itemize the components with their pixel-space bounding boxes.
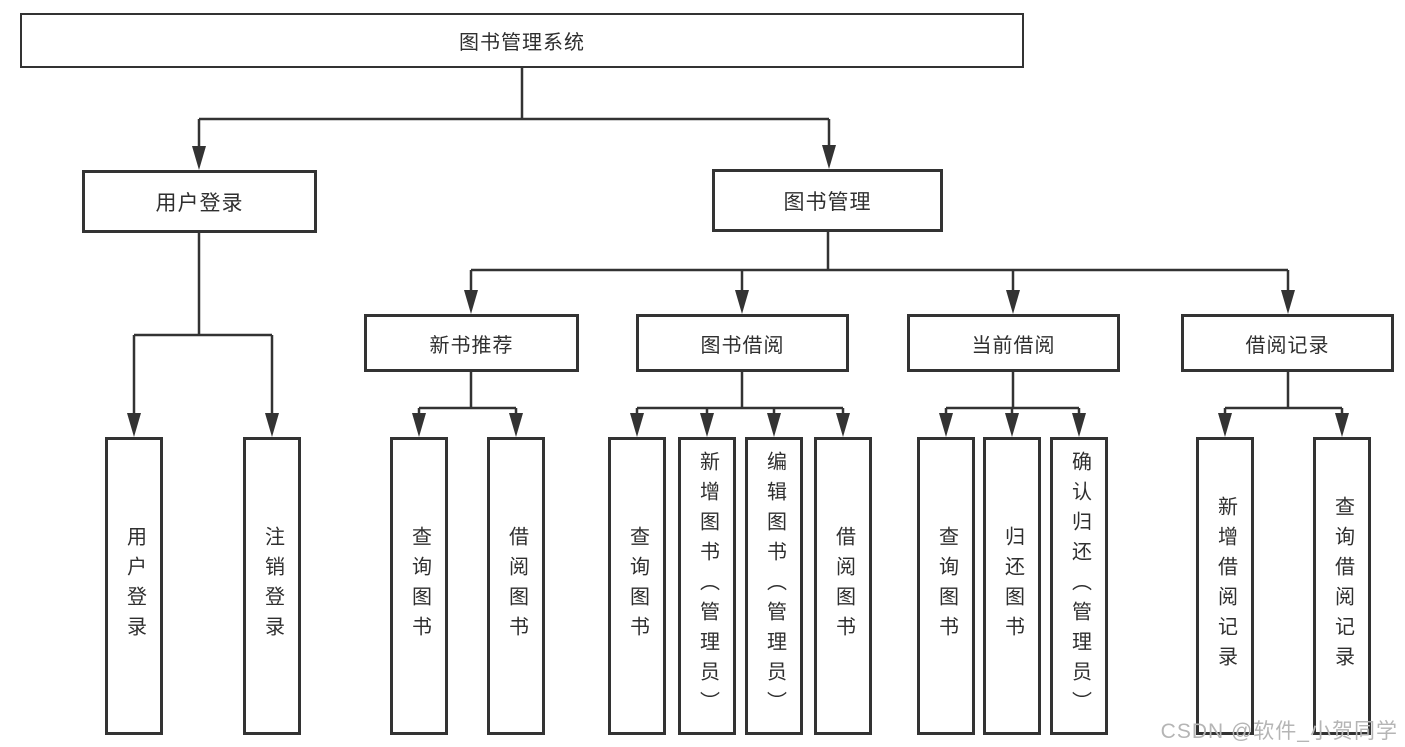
node-book-management-label: 图书管理 bbox=[783, 190, 872, 214]
node-system-root: 图书管理系统 bbox=[20, 13, 1024, 68]
leaf-query-books-2: 查询图书 bbox=[608, 437, 666, 735]
node-borrow-records-label: 借阅记录 bbox=[1245, 334, 1330, 357]
node-current-borrow-label: 当前借阅 bbox=[971, 334, 1056, 357]
leaf-edit-books-admin: 编辑图书（管理员） bbox=[745, 437, 803, 735]
leaf-borrow-books-1-label: 借阅图书 bbox=[505, 526, 528, 646]
leaf-add-borrow-record-label: 新增借阅记录 bbox=[1214, 496, 1237, 676]
leaf-query-borrow-record: 查询借阅记录 bbox=[1313, 437, 1371, 735]
node-new-book-recommend: 新书推荐 bbox=[364, 314, 579, 372]
node-new-book-recommend-label: 新书推荐 bbox=[429, 334, 514, 357]
leaf-logout: 注销登录 bbox=[243, 437, 301, 735]
leaf-add-books-admin-label: 新增图书（管理员） bbox=[696, 451, 719, 721]
leaf-query-books-2-label: 查询图书 bbox=[626, 526, 649, 646]
leaf-query-books-3: 查询图书 bbox=[917, 437, 975, 735]
leaf-add-borrow-record: 新增借阅记录 bbox=[1196, 437, 1254, 735]
leaf-query-books-1-label: 查询图书 bbox=[408, 526, 431, 646]
leaf-user-login: 用户登录 bbox=[105, 437, 163, 735]
node-borrow-records: 借阅记录 bbox=[1181, 314, 1394, 372]
node-current-borrow: 当前借阅 bbox=[907, 314, 1120, 372]
node-user-login-label: 用户登录 bbox=[155, 191, 244, 215]
leaf-confirm-return-admin-label: 确认归还（管理员） bbox=[1068, 451, 1091, 721]
node-user-login: 用户登录 bbox=[82, 170, 317, 233]
leaf-logout-label: 注销登录 bbox=[261, 526, 284, 646]
leaf-return-books-label: 归还图书 bbox=[1001, 526, 1024, 646]
leaf-borrow-books-1: 借阅图书 bbox=[487, 437, 545, 735]
node-book-borrow-label: 图书借阅 bbox=[700, 334, 785, 357]
node-book-management: 图书管理 bbox=[712, 169, 943, 232]
leaf-borrow-books-2-label: 借阅图书 bbox=[832, 526, 855, 646]
leaf-edit-books-admin-label: 编辑图书（管理员） bbox=[763, 451, 786, 721]
leaf-add-books-admin: 新增图书（管理员） bbox=[678, 437, 736, 735]
leaf-borrow-books-2: 借阅图书 bbox=[814, 437, 872, 735]
arrowheads bbox=[127, 145, 1349, 437]
leaf-query-books-3-label: 查询图书 bbox=[935, 526, 958, 646]
node-system-root-label: 图书管理系统 bbox=[459, 32, 585, 54]
leaf-user-login-label: 用户登录 bbox=[123, 526, 146, 646]
node-book-borrow: 图书借阅 bbox=[636, 314, 849, 372]
csdn-watermark: CSDN @软件_小贺同学 bbox=[1160, 720, 1398, 743]
leaf-query-borrow-record-label: 查询借阅记录 bbox=[1331, 496, 1354, 676]
leaf-confirm-return-admin: 确认归还（管理员） bbox=[1050, 437, 1108, 735]
leaf-query-books-1: 查询图书 bbox=[390, 437, 448, 735]
leaf-return-books: 归还图书 bbox=[983, 437, 1041, 735]
